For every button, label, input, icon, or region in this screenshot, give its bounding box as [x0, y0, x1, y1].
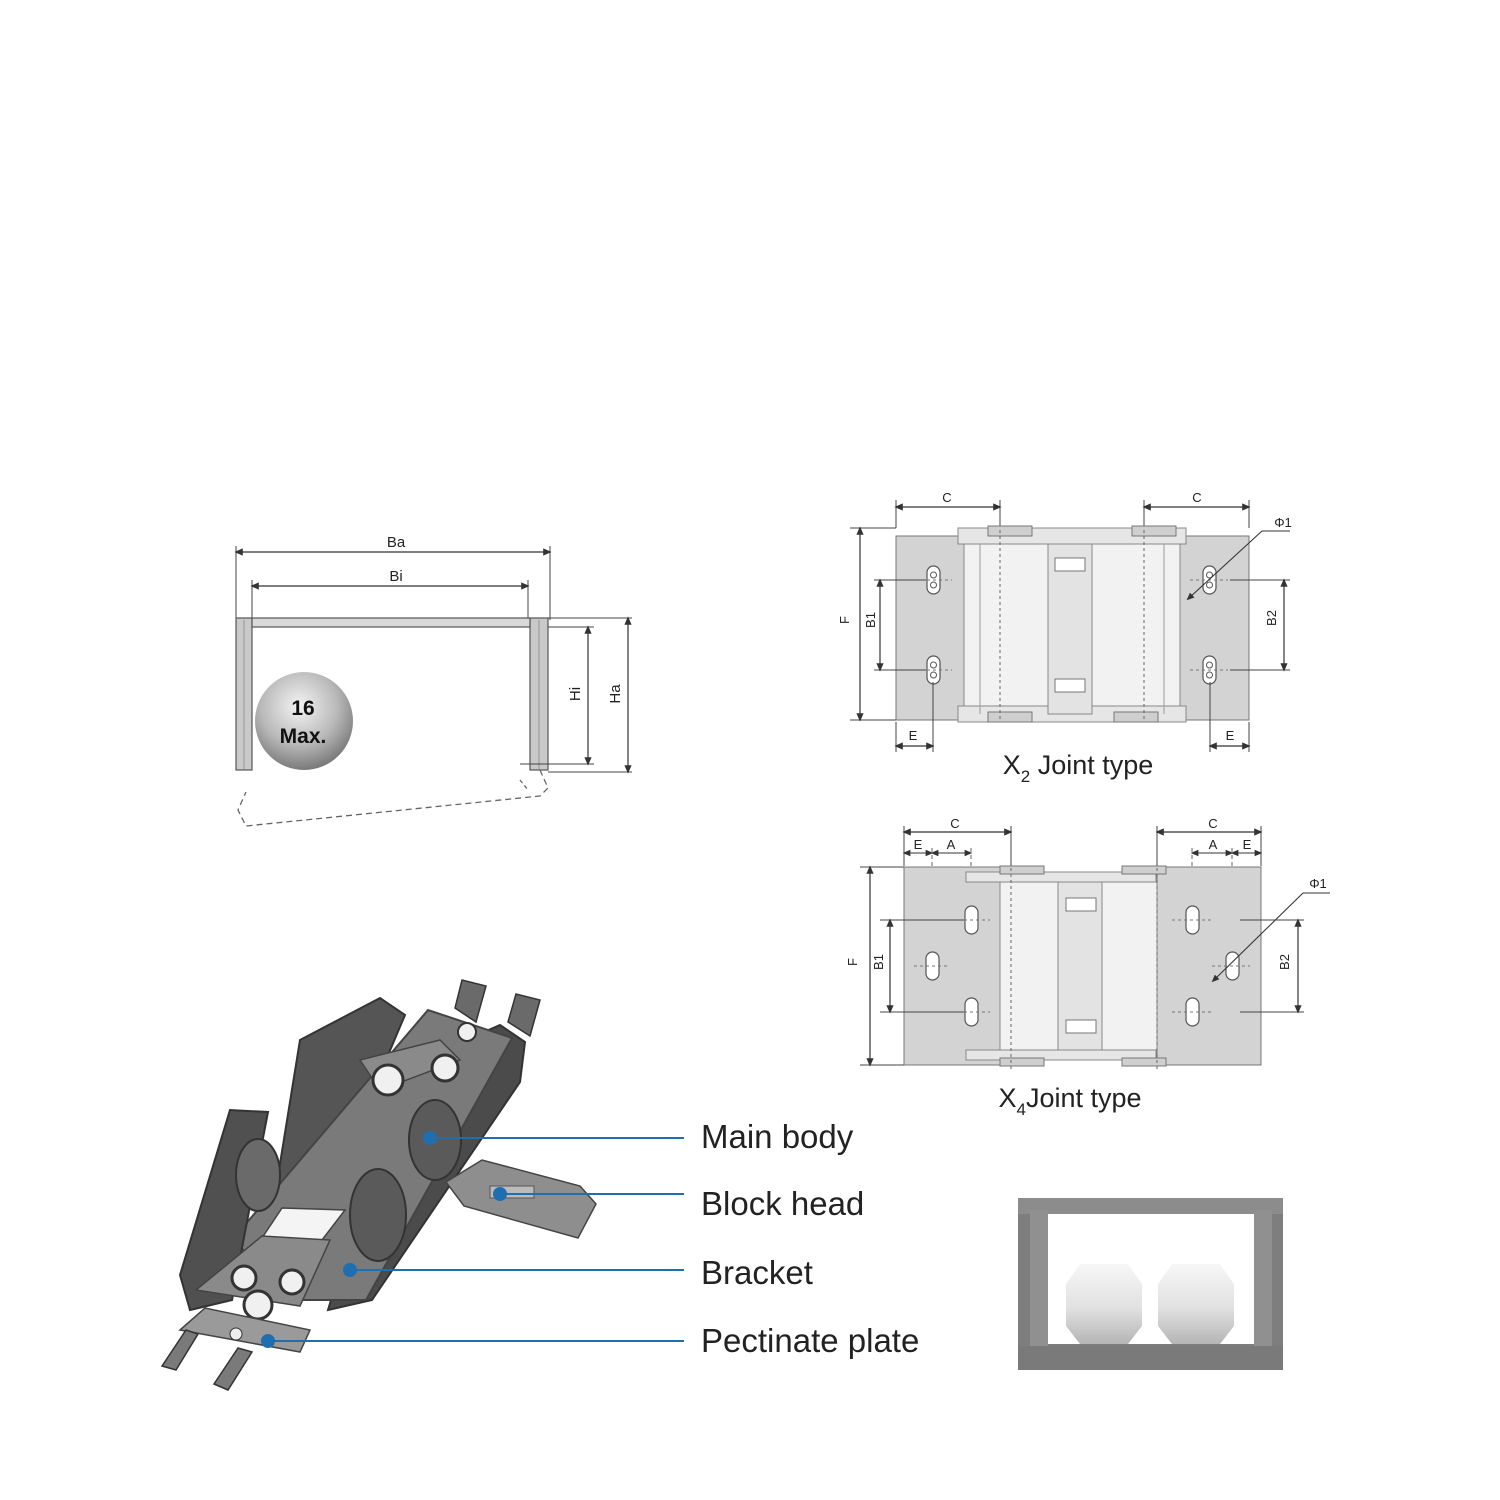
x4-left-mounting-plate — [903, 866, 1001, 1066]
x4-mounting-slots — [914, 905, 1250, 1027]
cable-left-icon — [1066, 1264, 1142, 1344]
x4-dim-phi: Φ1 — [1309, 876, 1327, 891]
x4-dim-e-right: E — [1243, 837, 1252, 852]
pectinate-plate-marker — [261, 1334, 275, 1348]
cable-ball-icon — [255, 672, 353, 770]
chain-link-3d-illustration — [160, 979, 597, 1391]
x2-dim-b2: B2 — [1264, 610, 1279, 626]
x4-dim-b1: B1 — [871, 954, 886, 970]
dim-hi-label: Hi — [567, 687, 584, 701]
dim-ba-label: Ba — [387, 534, 406, 551]
part-label-main-body: Main body — [701, 1118, 854, 1155]
part-label-block-head: Block head — [701, 1185, 864, 1222]
x2-dim-f: F — [837, 616, 852, 624]
part-label-bracket: Bracket — [701, 1254, 813, 1291]
x4-dim-e-left: E — [914, 837, 923, 852]
x2-caption: X2 Joint type — [1003, 750, 1154, 786]
x4-dim-c-right: C — [1208, 816, 1217, 831]
x4-dim-c-left: C — [950, 816, 959, 831]
bracket-marker — [343, 1263, 357, 1277]
x2-right-mounting-plate — [1179, 535, 1250, 721]
x4-dim-a-right: A — [1209, 837, 1218, 852]
x4-dim-f: F — [845, 958, 860, 966]
part-callouts: Main body Block head Bracket Pectinate p… — [261, 1118, 919, 1359]
joint-x2-diagram: C C — [837, 490, 1292, 786]
top-crossbar — [251, 617, 531, 628]
block-head-marker — [493, 1187, 507, 1201]
x4-dim-b2: B2 — [1277, 954, 1292, 970]
cross-section-diagram: Ba Bi Hi Ha 16 Max. — [234, 534, 632, 827]
dim-bi-label: Bi — [389, 568, 402, 585]
x2-dim-c-left: C — [942, 490, 951, 505]
x2-dim-phi: Φ1 — [1274, 515, 1292, 530]
x2-mounting-slots — [915, 565, 1228, 685]
cable-max-label: Max. — [280, 725, 327, 748]
x4-dim-a-left: A — [947, 837, 956, 852]
x4-right-mounting-plate — [1156, 866, 1262, 1066]
cable-size-label: 16 — [291, 697, 314, 720]
x2-dim-e-right: E — [1226, 728, 1235, 743]
front-view-with-cables — [1018, 1198, 1283, 1370]
x2-dim-c-right: C — [1192, 490, 1201, 505]
opened-crossbar-outline — [237, 769, 549, 827]
joint-x4-diagram: C C E A A E — [845, 816, 1330, 1119]
x2-left-mounting-plate — [895, 535, 965, 721]
x2-dim-b1: B1 — [863, 612, 878, 628]
dim-ha-label: Ha — [607, 684, 624, 704]
cable-right-icon — [1158, 1264, 1234, 1344]
main-body-marker — [423, 1131, 437, 1145]
part-label-pectinate-plate: Pectinate plate — [701, 1322, 919, 1359]
x2-dim-e-left: E — [909, 728, 918, 743]
x4-caption: X4Joint type — [998, 1083, 1141, 1119]
